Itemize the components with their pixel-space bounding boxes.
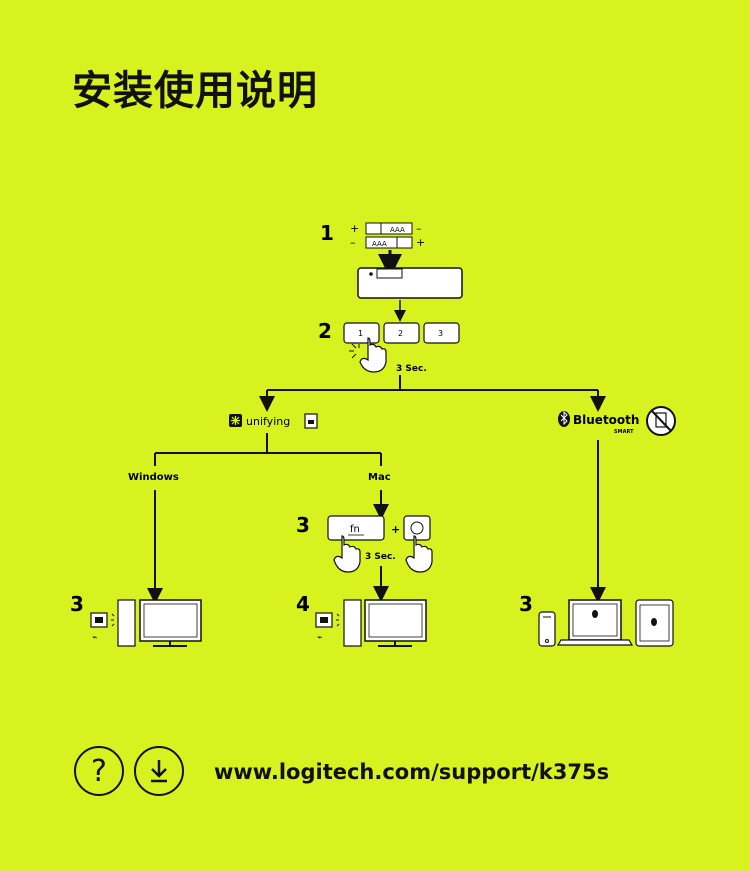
fn-key: fn — [327, 515, 385, 541]
svg-text:+: + — [350, 222, 359, 235]
svg-text:–: – — [416, 222, 422, 235]
svg-text:fn: fn — [350, 524, 360, 535]
battery-icon: + AAA – – AAA + — [350, 222, 425, 249]
step-number: 2 — [318, 319, 332, 343]
step-number: 3 — [70, 592, 84, 616]
download-button[interactable] — [134, 746, 184, 796]
step-number: 3 — [296, 513, 310, 537]
light-burst-icon — [349, 343, 360, 359]
step-number: 3 — [519, 592, 533, 616]
download-icon — [151, 760, 167, 783]
channel-keys: 1 2 3 — [343, 322, 460, 344]
hand-press-icon — [405, 535, 433, 573]
question-mark-icon: ? — [91, 753, 107, 789]
bluetooth-devices — [538, 599, 674, 647]
svg-text:2: 2 — [398, 329, 403, 338]
receiver-icon — [304, 413, 318, 429]
svg-text:AAA: AAA — [372, 240, 387, 248]
windows-computer: ⌁ — [90, 599, 202, 647]
no-receiver-icon — [646, 406, 676, 436]
mac-computer: ⌁ — [315, 599, 427, 647]
hold-time-label: 3 Sec. — [365, 552, 396, 562]
svg-text:3: 3 — [438, 329, 443, 338]
page-title: 安装使用说明 — [72, 68, 318, 114]
support-link[interactable]: www.logitech.com/support/k375s — [214, 760, 610, 784]
hand-press-icon — [359, 337, 387, 373]
unifying-logo: unifying — [229, 414, 290, 428]
step-number: 4 — [296, 592, 310, 616]
hold-time-label: 3 Sec. — [396, 364, 427, 374]
svg-text:AAA: AAA — [390, 226, 405, 234]
svg-text:⌁: ⌁ — [317, 633, 322, 643]
keyboard-icon — [357, 267, 463, 299]
svg-text:SMART: SMART — [614, 429, 634, 435]
hand-press-icon — [333, 535, 361, 573]
connect-key — [403, 515, 431, 541]
svg-text:Bluetooth: Bluetooth — [573, 413, 639, 427]
svg-text:unifying: unifying — [246, 415, 290, 428]
help-button[interactable]: ? — [74, 746, 124, 796]
svg-text:+: + — [416, 236, 425, 249]
mac-label: Mac — [368, 472, 391, 483]
svg-text:1: 1 — [358, 329, 363, 338]
svg-text:⌁: ⌁ — [92, 633, 97, 643]
step-number: 1 — [320, 221, 334, 245]
plus-sign: + — [391, 523, 400, 536]
svg-text:–: – — [350, 236, 356, 249]
bluetooth-logo: Bluetooth SMART — [558, 410, 639, 435]
windows-label: Windows — [128, 472, 179, 483]
